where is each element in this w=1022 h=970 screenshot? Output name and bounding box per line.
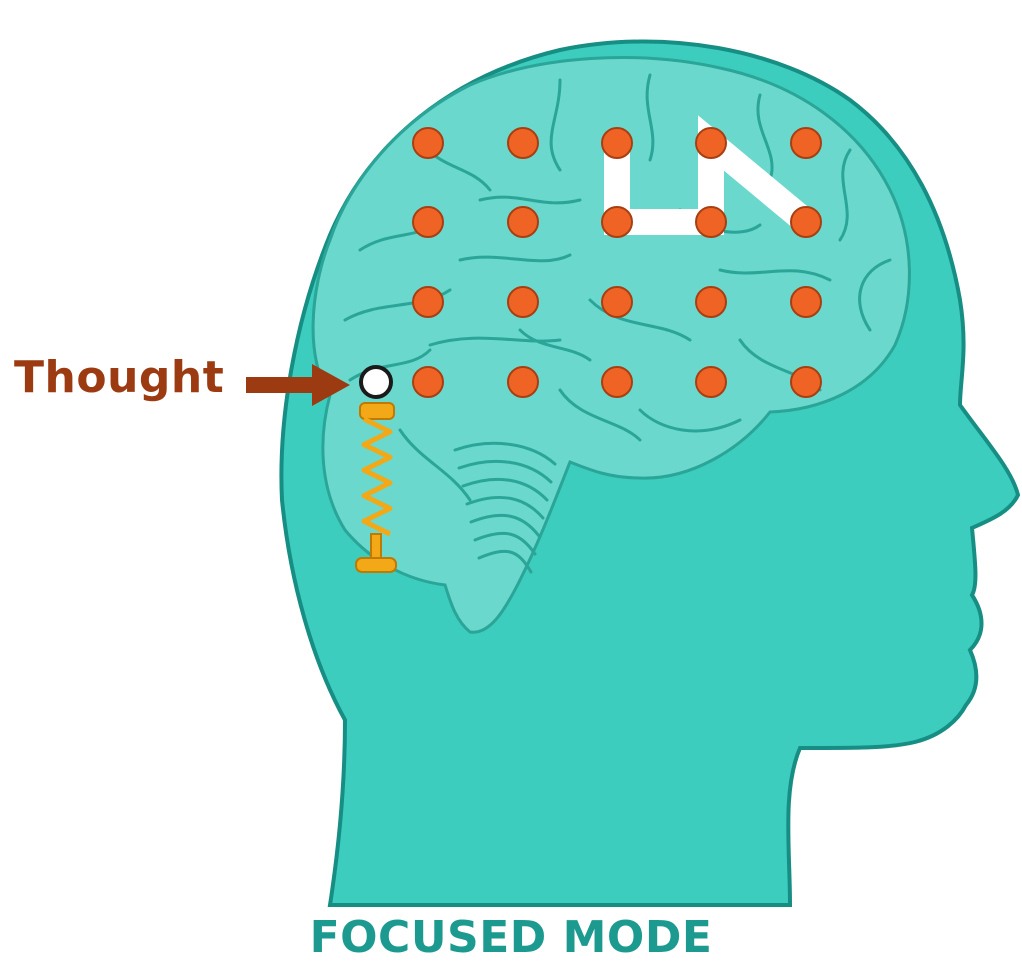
neuron-dot [413,128,443,158]
diagram-title: FOCUSED MODE [0,912,1022,963]
neuron-dot [508,287,538,317]
neuron-dot [413,207,443,237]
thought-label: Thought [14,352,224,403]
neuron-dot [413,367,443,397]
neuron-dot [508,207,538,237]
neuron-dot [791,128,821,158]
neuron-dot [696,207,726,237]
neuron-dot [791,287,821,317]
thought-ball [361,367,391,397]
neuron-dot [791,367,821,397]
neuron-dot [602,287,632,317]
neuron-dot [602,128,632,158]
neuron-dot [696,287,726,317]
neuron-dot [602,367,632,397]
neuron-dot [602,207,632,237]
neuron-dot [508,367,538,397]
neuron-dot [508,128,538,158]
neuron-dot [696,367,726,397]
neuron-dot [791,207,821,237]
neuron-dot [413,287,443,317]
neuron-dot [696,128,726,158]
